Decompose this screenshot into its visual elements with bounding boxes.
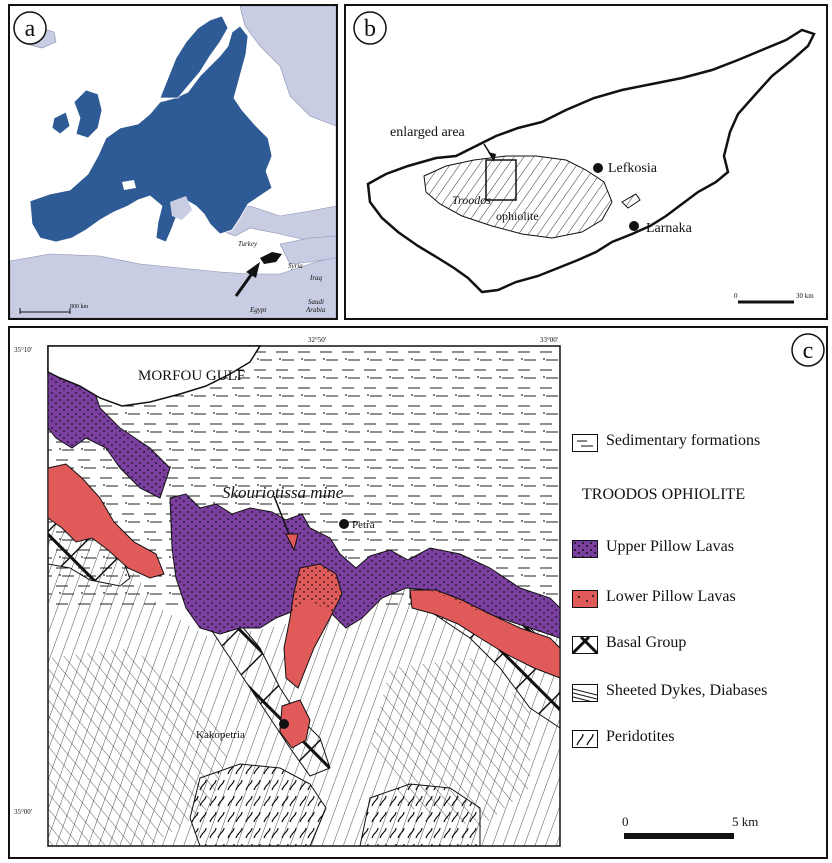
cyprus-map-svg: b enlarged area Lefkosia Larnaka Troodos… [353,11,816,304]
panel-c-letter: c [803,338,814,364]
coord-top-lon-1: 32°50' [308,336,326,344]
legend-sedimentary: Sedimentary formations [606,432,761,449]
label-iraq: Iraq [309,274,323,282]
scandinavia [159,15,229,99]
legend-swatch-lower [572,590,598,608]
label-egypt: Egypt [249,306,267,314]
coord-left-lat-top: 35°10' [14,346,32,354]
arrow-head [246,262,260,278]
village-dot-petra [339,519,349,529]
city-label-larnaka: Larnaka [646,221,693,236]
morfou-gulf-sea [47,345,262,407]
enlarged-area-box [485,159,517,201]
scale-c-right: 5 km [732,814,758,829]
skouriotissa-mine-label: Skouriotissa mine [222,483,344,502]
scale-b-right: 30 km [796,292,814,300]
peridotites-area [189,763,327,847]
legend-upper: Upper Pillow Lavas [606,538,734,555]
legend-lower: Lower Pillow Lavas [606,588,736,605]
coord-top-lon-2: 33°00' [540,336,558,344]
panel-b-cyprus-map: b enlarged area Lefkosia Larnaka Troodos… [344,4,828,320]
cyprus-outline [366,28,816,294]
village-dot-kakopetria [279,719,289,729]
legend-peridotites: Peridotites [606,728,675,745]
eu-mainland [29,25,273,243]
city-dot-larnaka [629,221,639,231]
panel-a-letter: a [25,16,36,42]
scale-b-left: 0 [734,292,738,300]
legend-basal: Basal Group [606,634,687,651]
lower-pillow-lavas-area [47,463,165,579]
middle-east-land [279,235,336,265]
morfou-gulf-label: MORFOU GULF [138,368,245,384]
city-dot-lefkosia [593,163,603,173]
panel-a-europe-map: a Turkey Syria Iraq Egypt Saudi Arabia 8… [8,4,338,320]
panel-c-geology-map: 32°50' 33°00' 35°10' 35°00' MORFOU GULF … [8,326,828,859]
switzerland-gap [122,180,136,190]
legend-swatch-peridotites [572,730,598,748]
enlarged-area-label: enlarged area [390,125,466,140]
label-arabia: Arabia [305,306,326,314]
legend-swatch-sedimentary [572,434,598,452]
legend-heading: TROODOS OPHIOLITE [582,486,746,503]
troodos-area [423,155,613,239]
legend-swatch-upper [572,540,598,558]
coord-left-lat-bottom: 35°00' [14,808,32,816]
village-label-kakopetria: Kakopetria [196,729,245,741]
legend-swatch-sheeted [572,684,598,702]
balkans-gap [170,196,192,220]
legend-sheeted: Sheeted Dykes, Diabases [606,682,768,699]
city-label-lefkosia: Lefkosia [608,161,658,176]
scale-c-left: 0 [622,814,629,829]
label-syria: Syria [288,262,303,270]
geology-map-svg: 32°50' 33°00' 35°10' 35°00' MORFOU GULF … [14,333,825,847]
britain-ireland [51,89,103,139]
label-turkey: Turkey [238,240,258,248]
troodos-label: Troodos [452,193,491,207]
cyprus-highlight [260,252,282,264]
legend-swatch-basal [572,636,598,654]
europe-map-svg: a Turkey Syria Iraq Egypt Saudi Arabia 8… [10,6,336,318]
scale-a-label: 800 km [70,304,89,310]
panel-b-letter: b [364,16,376,42]
ophiolite-label: ophiolite [496,209,539,223]
label-saudi: Saudi [308,298,324,306]
village-label-petra: Petra [352,519,375,531]
